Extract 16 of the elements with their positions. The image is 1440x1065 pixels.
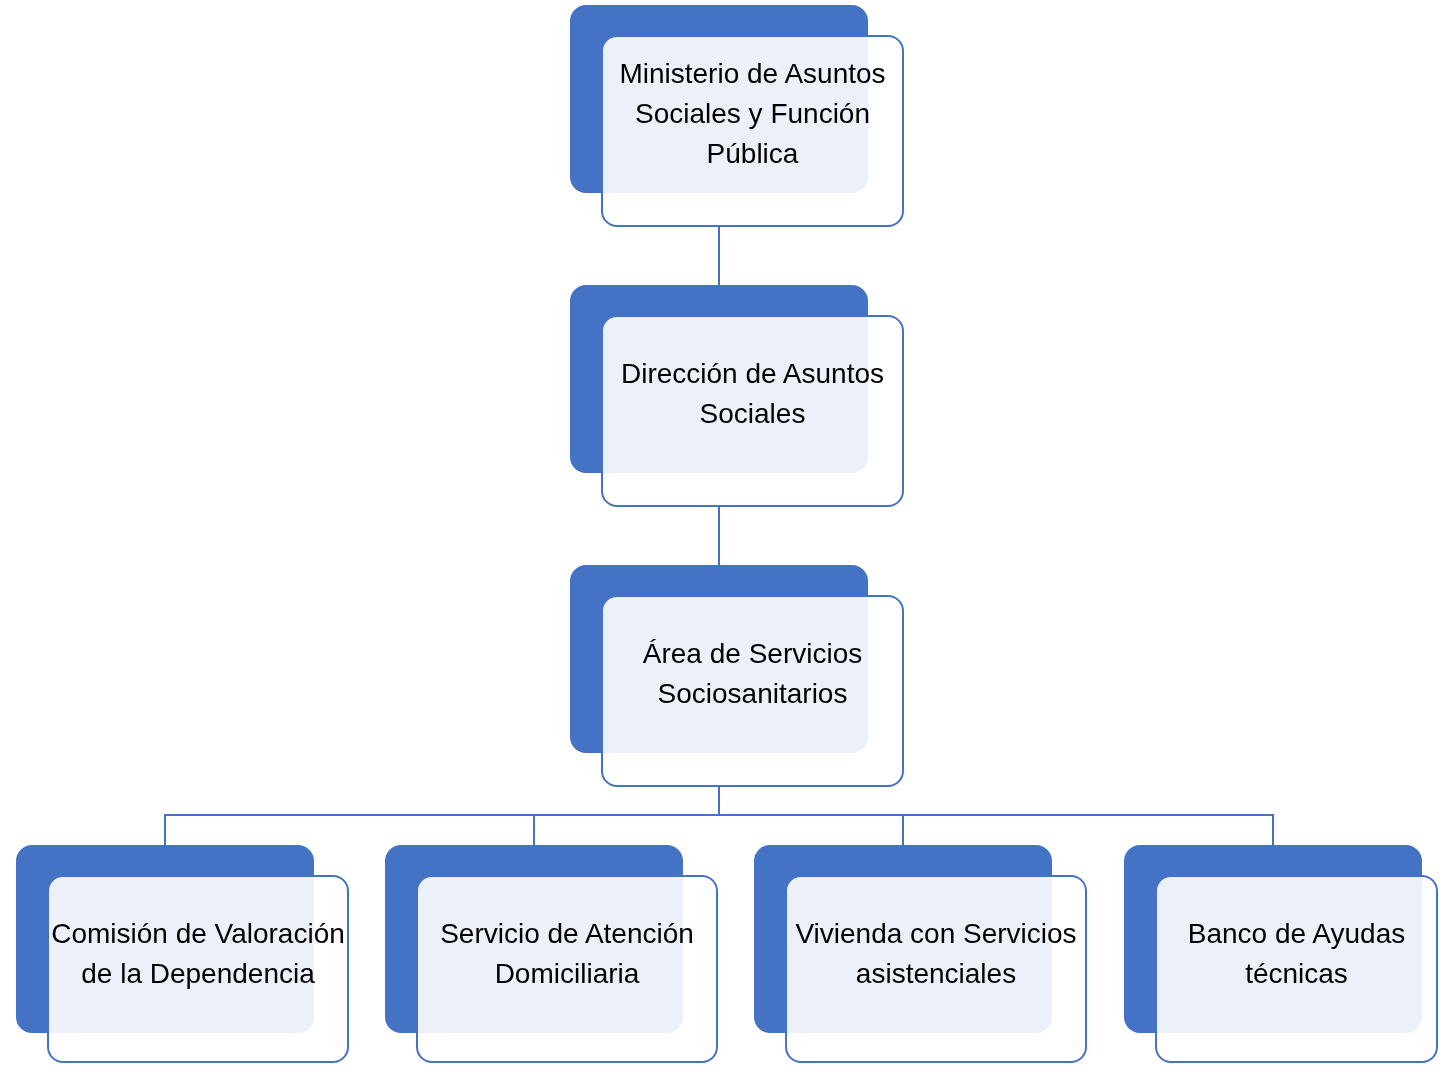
box-label: Ministerio de Asuntos Sociales y Función Pública: [618, 57, 887, 171]
org-box: [385, 845, 718, 1063]
org-box: [1124, 845, 1438, 1063]
box-label: Servicio de Atención Domiciliaria: [439, 917, 695, 991]
box-label: Área de Servicios Sociosanitarios: [641, 637, 864, 711]
org-box: [754, 845, 1087, 1063]
box-label: Comisión de Valoración de la Dependencia: [51, 917, 345, 991]
box-label: Dirección de Asuntos Sociales: [619, 357, 885, 431]
connector-line: [718, 506, 720, 566]
org-box: [16, 845, 349, 1063]
org-box: [570, 565, 904, 787]
box-label: Banco de Ayudas técnicas: [1186, 917, 1407, 991]
org-box: [570, 5, 904, 227]
connector-line: [718, 226, 720, 286]
box-label: Vivienda con Servicios asistenciales: [794, 917, 1078, 991]
org-box: [570, 285, 904, 507]
